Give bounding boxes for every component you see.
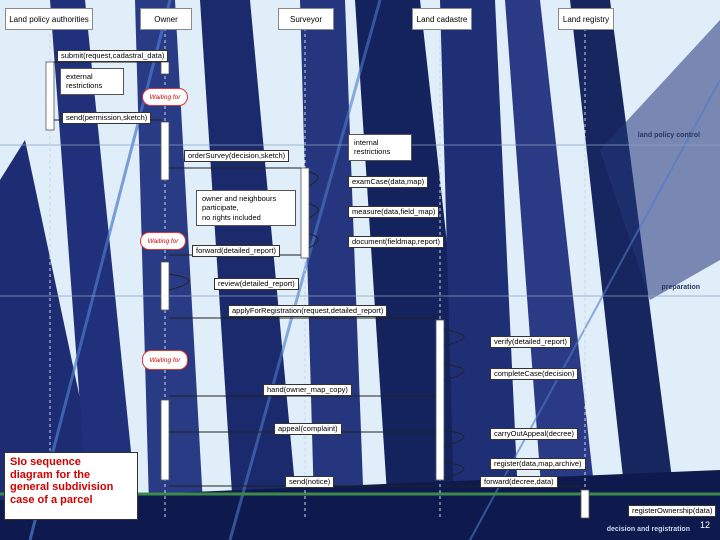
activation-owner-2 <box>160 121 170 181</box>
msg-fwd1: forward(detailed_report) <box>192 245 281 258</box>
activation-registry <box>580 489 590 519</box>
state-waiting-3: Waiting for <box>142 350 188 370</box>
section-decision: decision and registration <box>606 526 690 533</box>
activation-cadastre <box>435 319 445 481</box>
msg-complete: completeCase(decision) <box>490 368 579 381</box>
state-waiting-2: Waiting for <box>140 232 186 250</box>
arrow-complete <box>443 363 465 381</box>
note-internal: internal restrictions <box>348 134 412 161</box>
activation-owner-1 <box>160 61 170 75</box>
activation-owner-4 <box>160 399 170 481</box>
actor-cadastre: Land cadastre <box>412 8 472 30</box>
msg-carry: carryOutAppeal(decree) <box>490 428 579 441</box>
diagram-caption: SIo sequence diagram for the general sub… <box>4 452 138 520</box>
arrow-carry <box>443 429 465 447</box>
msg-doc: document(fieldmap,report) <box>348 236 444 249</box>
section-land-policy: land policy control <box>637 132 700 139</box>
msg-measure: measure(data,field_map) <box>348 206 440 219</box>
msg-submit: submit(request,cadastral_data) <box>57 50 169 63</box>
msg-regown: registerOwnership(data) <box>628 505 717 518</box>
arrow-verify <box>443 329 465 347</box>
msg-apply: applyForRegistration(request,detailed_re… <box>228 305 388 318</box>
msg-register: register(data,map,archive) <box>490 458 586 471</box>
msg-hand: hand(owner_map_copy) <box>263 384 352 397</box>
actor-owner: Owner <box>140 8 192 30</box>
msg-review: review(detailed_report) <box>214 278 299 291</box>
arrow-review <box>168 273 190 291</box>
page-number: 12 <box>699 520 710 530</box>
msg-send2: send(notice) <box>285 476 335 489</box>
msg-fwd2: forward(decree,data) <box>480 476 558 489</box>
note-external: external restrictions <box>60 68 124 95</box>
msg-verify: verify(detailed_report) <box>490 336 571 349</box>
msg-order: orderSurvey(decision,sketch) <box>184 150 290 163</box>
activation-owner-3 <box>160 261 170 311</box>
arrow-measure <box>308 203 319 219</box>
actor-surveyor: Surveyor <box>278 8 334 30</box>
arrow-doc <box>308 233 319 249</box>
msg-perm: send(permission,sketch) <box>62 112 152 125</box>
msg-appeal: appeal(complaint) <box>274 423 342 436</box>
actor-registry: Land registry <box>558 8 614 30</box>
activation-lpa <box>45 61 55 131</box>
note-neighbours: owner and neighbours participate, no rig… <box>196 190 296 227</box>
arrow-register <box>443 461 465 479</box>
section-preparation: preparation <box>661 284 700 291</box>
state-waiting-1: Waiting for <box>142 88 188 106</box>
arrow-exam <box>308 171 319 187</box>
actor-lpa: Land policy authorities <box>5 8 93 30</box>
msg-exam: examCase(data,map) <box>348 176 429 189</box>
activation-surveyor <box>300 167 310 259</box>
